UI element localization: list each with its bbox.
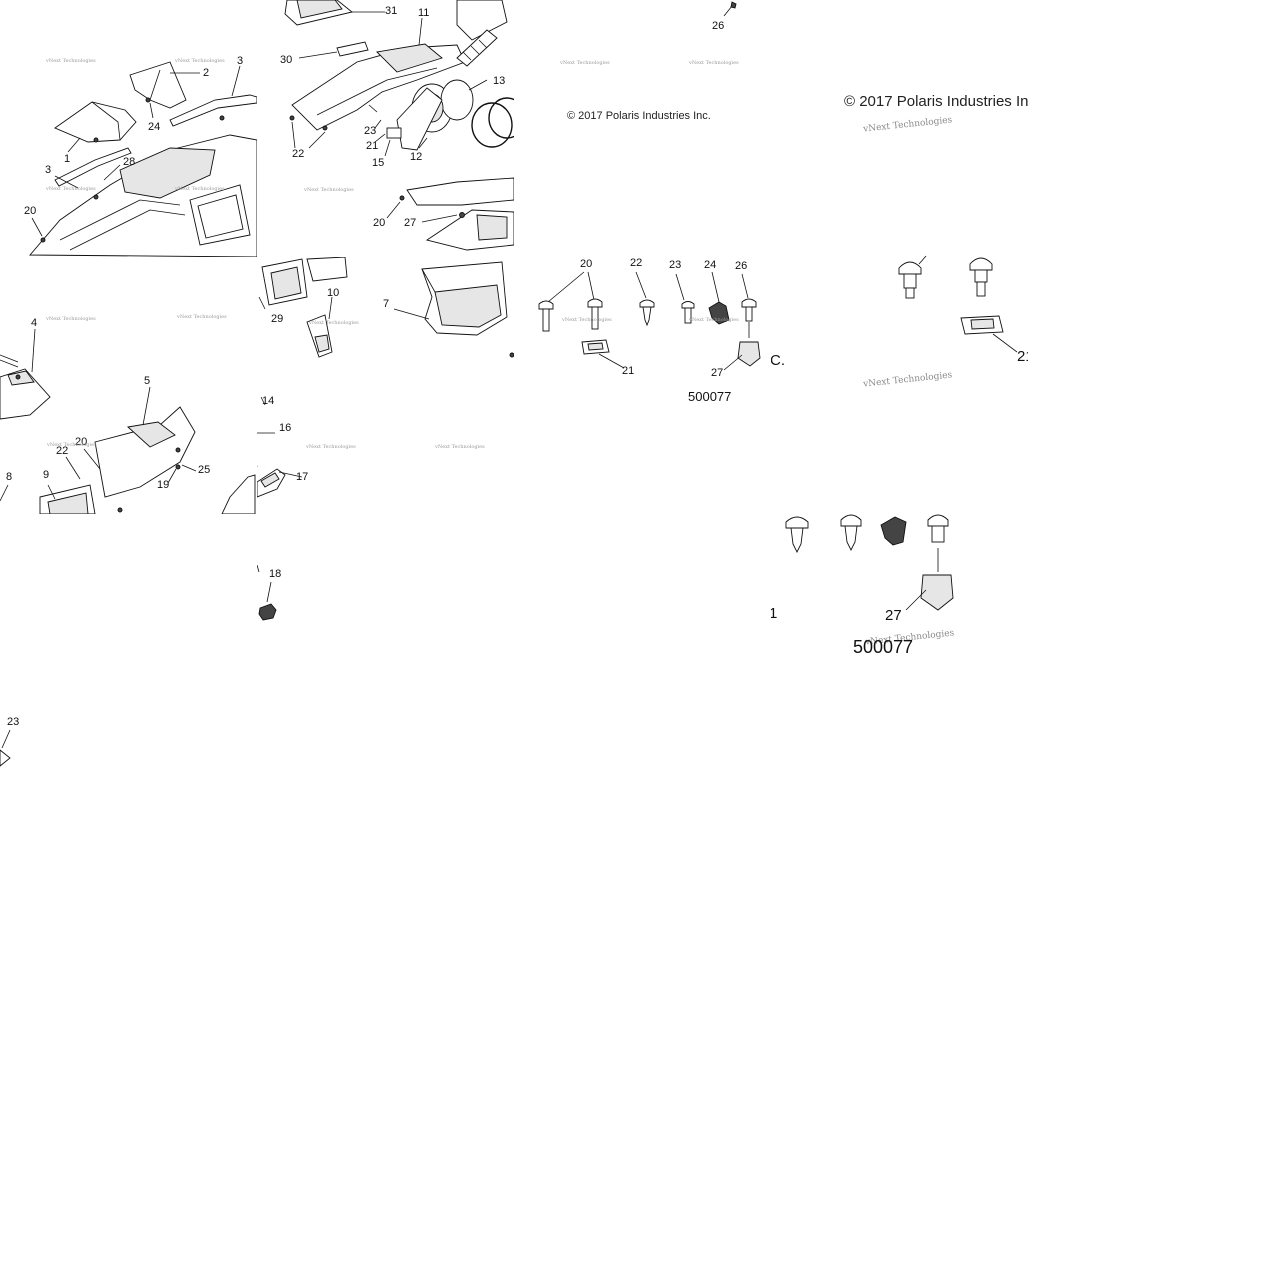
callout-15: 15 — [372, 157, 385, 169]
callout-8: 8 — [6, 471, 13, 483]
callout-12: 12 — [410, 151, 423, 163]
diagram-tile-part-23: 23 — [0, 710, 40, 770]
callout-21: 21 — [1017, 348, 1028, 365]
callout-20: 20 — [24, 205, 37, 217]
diagram-tile-fasteners-enlarged: © 2017 Polaris Industries Inc vNext Tech… — [771, 0, 1028, 680]
callout-27: 27 — [404, 217, 417, 229]
watermark: vNext Technologies — [175, 58, 225, 64]
diagram-tile-part-18: 18 — [257, 560, 297, 630]
diagram-tile-lower-housing: 7 29 10 vNext Technologies — [257, 257, 514, 377]
copyright-notice: © 2017 Polaris Industries Inc — [844, 93, 1028, 110]
callout-3b: 3 — [45, 164, 52, 176]
watermark: vNext Technologies — [47, 442, 97, 448]
fasteners-enlarged-drawing — [785, 255, 1018, 611]
watermark: vNext Technologies — [689, 317, 739, 323]
callout-10: 10 — [327, 287, 340, 299]
callout-28: 28 — [123, 156, 136, 168]
callout-13: 13 — [493, 75, 506, 87]
side-parts-drawing — [257, 396, 303, 498]
callout-19: 19 — [157, 479, 170, 491]
watermark: vNext Technologies — [435, 444, 485, 450]
callout-16: 16 — [279, 422, 292, 434]
watermark: vNext Technologies — [46, 316, 96, 322]
part-number: 500077 — [688, 389, 732, 404]
callout-22: 22 — [292, 148, 305, 160]
watermark: vNext Technologies — [306, 444, 356, 450]
copyright-notice: © 2017 Polaris Industries Inc. — [567, 110, 711, 122]
lower-dash-drawing — [0, 328, 256, 514]
callout-c: C. — [771, 352, 785, 369]
callout-11: 11 — [418, 7, 430, 19]
callout-20: 20 — [373, 217, 386, 229]
callout-24: 24 — [148, 121, 161, 133]
callout-18: 18 — [269, 568, 282, 580]
callout-22: 22 — [56, 445, 69, 457]
callout-23: 23 — [364, 125, 377, 137]
callout-22: 22 — [630, 257, 643, 269]
callout-21: 21 — [622, 365, 635, 377]
diagram-tile-lower-dash: 4 5 20 22 8 9 25 19 vNext Technologies v… — [0, 257, 257, 514]
callout-14: 14 — [262, 395, 275, 407]
watermark: vNext Technologies — [689, 60, 739, 66]
callout-3: 3 — [237, 55, 244, 67]
callout-27: 27 — [885, 607, 902, 624]
callout-2: 2 — [203, 67, 210, 79]
part-number: 500077 — [853, 637, 914, 657]
diagram-tile-upper-dash: 2 3 24 1 3 28 20 vNext Technologies vNex… — [0, 0, 257, 257]
callout-26: 26 — [712, 20, 725, 32]
callout-27: 27 — [711, 367, 724, 379]
lower-housing-drawing — [258, 257, 514, 358]
callout-30: 30 — [280, 54, 293, 66]
callout-26b: 26 — [735, 260, 748, 272]
watermark: vNext Technologies — [46, 186, 96, 192]
callout-31: 31 — [385, 5, 398, 17]
callout-29: 29 — [271, 313, 284, 325]
watermark: vNext Technologies — [309, 320, 359, 326]
diagram-tile-fasteners: 26 © 2017 Polaris Industries Inc. 20 22 … — [514, 0, 771, 410]
callout-24: 24 — [704, 259, 717, 271]
watermark: vNext Technologies — [175, 186, 225, 192]
callout-5: 5 — [144, 375, 151, 387]
part-18-drawing — [257, 564, 277, 621]
fasteners-drawing — [538, 1, 761, 371]
watermark: vNext Technologies — [562, 317, 612, 323]
callout-17: 17 — [296, 471, 309, 483]
callout-20: 20 — [580, 258, 593, 270]
callout-21: 21 — [366, 140, 379, 152]
watermark: vNext Technologies — [560, 60, 610, 66]
callout-23: 23 — [669, 259, 682, 271]
watermark: vNext Technologies — [177, 314, 227, 320]
callout-20: 20 — [75, 436, 88, 448]
callout-1: 1 — [771, 605, 778, 622]
callout-1: 1 — [64, 153, 71, 165]
part-23-drawing — [0, 729, 11, 767]
diagram-tile-side-parts: 14 16 6 17 vNext Technologies vNext Tech… — [257, 377, 514, 514]
callout-25: 25 — [198, 464, 211, 476]
callout-7: 7 — [383, 298, 390, 310]
gauge-housing-drawing — [284, 0, 514, 251]
callout-4: 4 — [31, 317, 38, 329]
callout-9: 9 — [43, 469, 50, 481]
upper-dash-drawing — [29, 61, 257, 257]
watermark: vNext Technologies — [46, 58, 96, 64]
watermark: vNext Technologies — [304, 187, 354, 193]
callout-23: 23 — [7, 716, 20, 728]
diagram-tile-gauge-housing: 31 11 30 13 23 21 22 15 12 20 27 vNext T… — [257, 0, 514, 257]
